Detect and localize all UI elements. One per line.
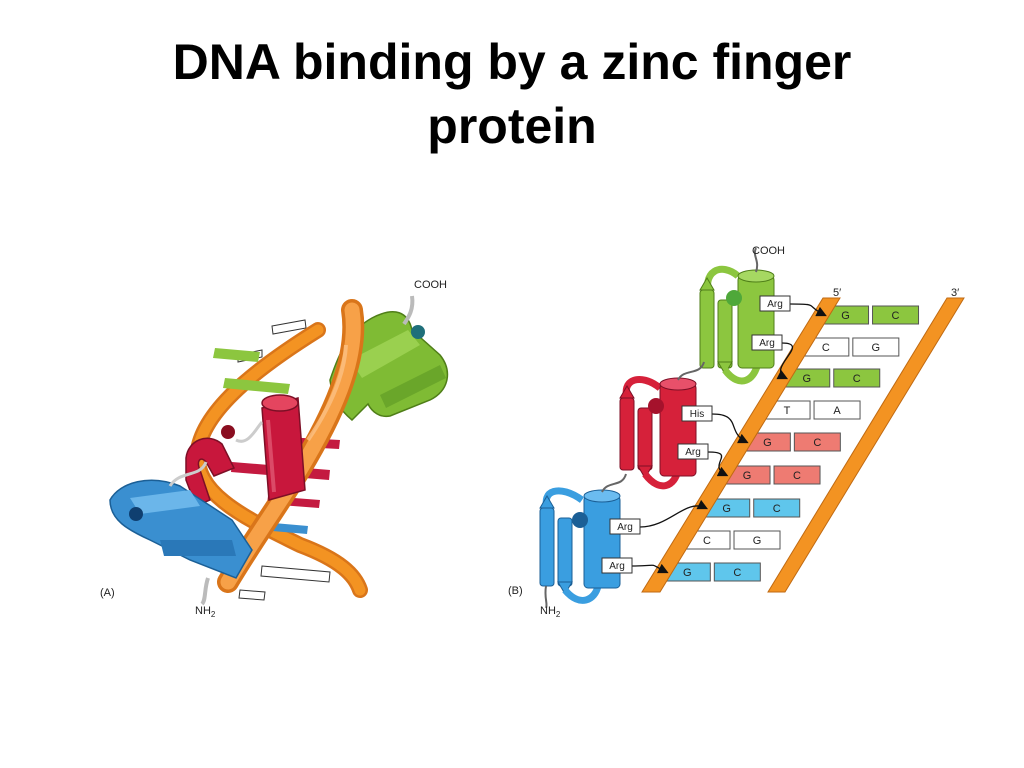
panel-b-5prime-label: 5′ <box>833 287 841 299</box>
base-box <box>852 337 900 357</box>
residue-label: Arg <box>609 561 625 572</box>
base-letter: C <box>793 470 801 482</box>
panel-a-green-rungs <box>213 348 290 394</box>
panel-a-label: (A) <box>100 587 115 599</box>
panel-b-red-zinc-icon <box>648 398 664 414</box>
base-box <box>773 465 821 485</box>
contact-arrow <box>776 342 794 380</box>
contact-arrow <box>711 413 749 444</box>
residue-box <box>759 295 791 312</box>
base-box <box>793 432 841 452</box>
base-letter: C <box>733 567 741 579</box>
residue-label: Arg <box>767 299 783 310</box>
contact-arrow <box>789 303 827 317</box>
panel-b-label: (B) <box>508 585 523 597</box>
residue-label: Arg <box>685 447 701 458</box>
panel-a-red-finger <box>185 394 306 507</box>
panel-a-ribbon-illustration: COOH NH2 (A) <box>100 279 449 619</box>
panel-a-nh2-label: NH2 <box>195 605 216 619</box>
base-box <box>813 400 861 420</box>
base-letter: G <box>722 503 731 515</box>
base-letter: G <box>683 567 692 579</box>
base-letter: G <box>763 437 772 449</box>
panel-b-left-backbone <box>641 297 841 593</box>
panel-b-3prime-label: 3′ <box>951 287 959 299</box>
panel-a-red-zinc-atom-icon <box>221 425 235 439</box>
residue-box <box>609 518 641 535</box>
residue-box <box>751 334 783 351</box>
base-letter: G <box>841 310 850 322</box>
panel-a-green-zinc-atom-icon <box>411 325 425 339</box>
residue-label: Arg <box>617 522 633 533</box>
residue-box <box>677 443 709 460</box>
panel-b-green-zinc-icon <box>726 290 742 306</box>
residue-label: Arg <box>759 338 775 349</box>
panel-b-red-finger <box>619 361 705 490</box>
base-box <box>833 368 881 388</box>
residue-box <box>601 557 633 574</box>
panel-b-nh2-label: NH2 <box>540 605 561 619</box>
base-letter: G <box>802 373 811 385</box>
base-letter: T <box>784 405 791 417</box>
base-letter: C <box>773 503 781 515</box>
contact-arrow <box>707 451 729 477</box>
panel-b-right-backbone <box>767 297 965 593</box>
panel-b-cooh-label: COOH <box>752 245 785 257</box>
panel-b-blue-finger: NH2 <box>539 473 627 619</box>
base-letter: C <box>703 535 711 547</box>
residue-box <box>681 405 713 422</box>
base-letter: G <box>753 535 762 547</box>
base-letter: C <box>853 373 861 385</box>
contact-arrow <box>639 499 709 528</box>
base-letter: C <box>822 342 830 354</box>
panel-a-cooh-label: COOH <box>414 279 447 291</box>
base-letter: G <box>872 342 881 354</box>
panel-a-blue-finger <box>109 461 253 606</box>
contact-arrow <box>631 563 669 574</box>
panel-a-blue-zinc-atom-icon <box>129 507 143 521</box>
slide-title: DNA binding by a zinc finger protein <box>0 30 1024 158</box>
slide-title-line-2: protein <box>427 98 597 154</box>
base-letter: C <box>813 437 821 449</box>
base-letter: C <box>892 310 900 322</box>
base-box <box>733 530 781 550</box>
panel-b-blue-zinc-icon <box>572 512 588 528</box>
base-letter: G <box>743 470 752 482</box>
base-letter: A <box>833 405 841 417</box>
slide-title-line-1: DNA binding by a zinc finger <box>172 34 852 90</box>
base-box <box>713 562 761 582</box>
panel-b-green-finger: COOH <box>699 245 785 385</box>
residue-label: His <box>690 409 704 420</box>
base-box <box>753 498 801 518</box>
base-box <box>872 305 920 325</box>
